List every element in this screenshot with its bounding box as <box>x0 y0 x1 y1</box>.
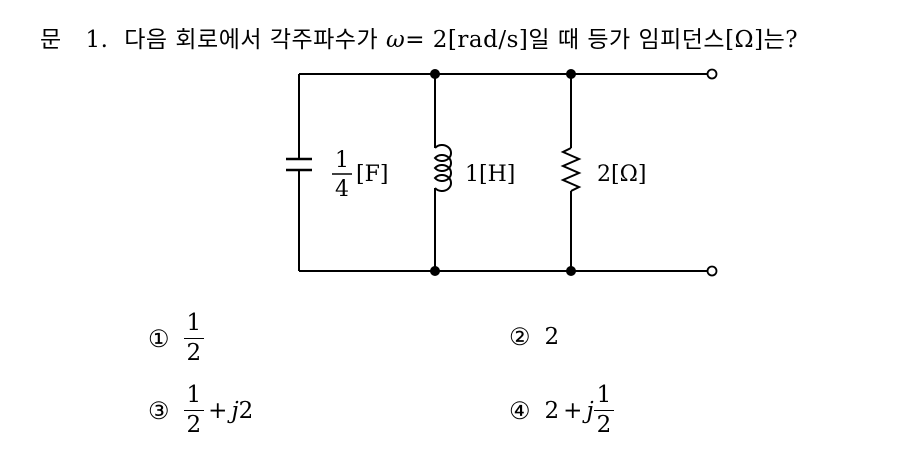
choice-1-den: 2 <box>186 340 202 366</box>
question-label: 문 <box>40 27 62 53</box>
resistor <box>560 74 582 271</box>
choice-1-num: 1 <box>183 312 205 339</box>
junction-dot <box>566 266 576 276</box>
capacitor-unit: [F] <box>356 162 388 187</box>
terminal-bottom <box>706 265 718 277</box>
choice-4-lead: 2 <box>544 397 560 424</box>
choice-3-num: 1 <box>183 384 205 411</box>
choice-4-num: 1 <box>593 384 615 411</box>
choice-1-marker: ① <box>148 324 170 353</box>
question-text-before: 다음 회로에서 각주파수가 <box>124 27 379 53</box>
choice-4-j: j <box>586 397 594 424</box>
choice-3-den: 2 <box>186 412 202 438</box>
choice-2-value: 2 <box>544 324 560 350</box>
choice-3-j: j <box>231 397 239 424</box>
question-text: 문 1. 다음 회로에서 각주파수가 ω= 2[rad/s]일 때 등가 임피던… <box>40 20 798 54</box>
junction-dot <box>430 69 440 79</box>
omega-value: = 2[rad/s] <box>405 27 529 53</box>
choice-2-marker: ② <box>509 323 531 351</box>
junction-dot <box>430 266 440 276</box>
question-text-after: 일 때 등가 임피던스[Ω]는? <box>528 27 799 53</box>
capacitor-label: 1 4 [F] <box>332 148 388 202</box>
question-number: 1. <box>85 27 109 53</box>
choice-3-op: + <box>208 397 228 424</box>
choice-3-marker: ③ <box>148 396 170 425</box>
choice-3-tail: 2 <box>238 397 254 424</box>
choice-3-fraction: 1 2 <box>183 384 205 438</box>
capacitor-value-num: 1 <box>335 148 349 173</box>
choice-1[interactable]: ① 1 2 <box>148 312 205 366</box>
inductor <box>433 74 453 271</box>
terminal-top <box>706 68 718 80</box>
choice-4-op: + <box>563 397 583 424</box>
capacitor <box>286 74 312 271</box>
inductor-label: 1[H] <box>465 162 515 187</box>
choice-4-den: 2 <box>596 412 612 438</box>
choice-1-fraction: 1 2 <box>183 312 205 366</box>
choice-2[interactable]: ② 2 <box>509 312 559 362</box>
resistor-label: 2[Ω] <box>597 162 646 187</box>
junction-dot <box>566 69 576 79</box>
choice-4-fraction: 1 2 <box>593 384 615 438</box>
choice-4-marker: ④ <box>509 396 531 425</box>
choice-4[interactable]: ④ 2 + j 1 2 <box>509 384 615 438</box>
capacitor-value-den: 4 <box>335 177 349 202</box>
omega-symbol: ω <box>385 27 406 53</box>
